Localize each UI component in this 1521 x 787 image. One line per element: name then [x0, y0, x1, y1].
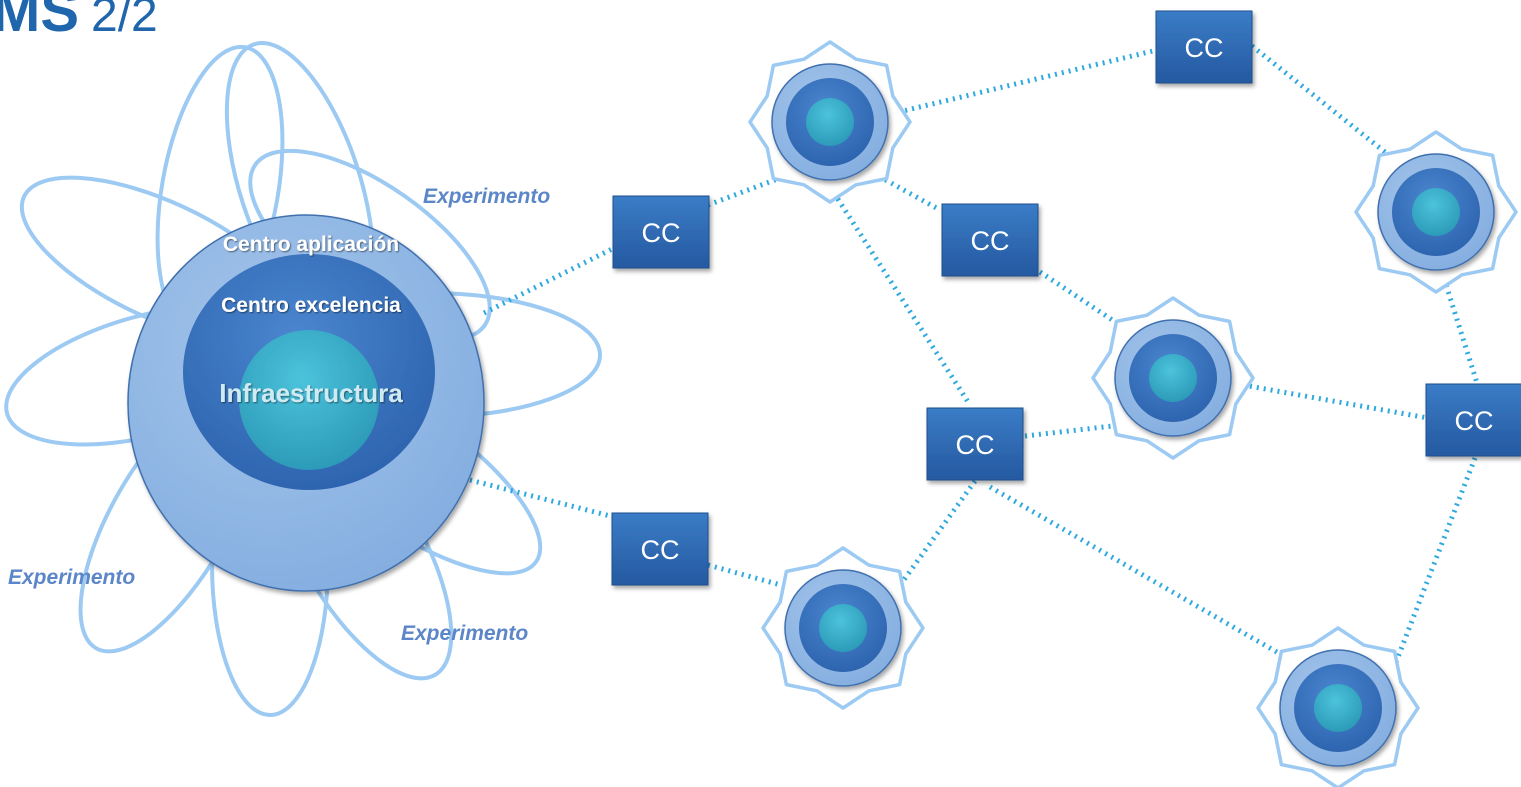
cc-box: CC: [612, 195, 710, 269]
cc-label: CC: [971, 226, 1010, 256]
cc-box-rect: [1425, 383, 1521, 457]
experiment-label-left: Experimento: [8, 566, 135, 589]
link: [469, 477, 627, 523]
node-core: [819, 604, 867, 652]
experiment-label-top: Experimento: [423, 185, 550, 208]
cc-box-rect: [611, 512, 709, 586]
hub-node: [761, 546, 925, 710]
slide-title-page: 2/2: [91, 0, 158, 42]
node-core: [1412, 188, 1460, 236]
cc-box-rect: [1155, 10, 1253, 84]
node-core: [1314, 684, 1362, 732]
hub-ring-outer-label: Centro aplicación: [223, 233, 399, 256]
link: [1439, 271, 1480, 384]
cc-box: CC: [611, 512, 709, 586]
link: [877, 47, 1158, 120]
slide-title-main: MS: [0, 0, 79, 44]
hub-node: [1091, 296, 1255, 460]
link: [988, 484, 1310, 673]
nodes: [748, 40, 1518, 787]
cc-box: CC: [926, 407, 1024, 481]
cc-box-rect: [612, 195, 710, 269]
experiment-label-bottom: Experimento: [401, 622, 528, 645]
link: [1038, 269, 1137, 338]
cc-box: CC: [941, 203, 1039, 277]
node-core: [806, 98, 854, 146]
link: [871, 170, 942, 213]
hub-node: [1256, 626, 1420, 787]
cc-box-rect: [941, 203, 1039, 277]
link: [1390, 457, 1478, 671]
link: [1250, 44, 1407, 170]
cc-box-rect: [926, 407, 1024, 481]
cc-boxes: CC CC CC CC CC CC: [611, 10, 1521, 586]
link: [890, 479, 978, 597]
cc-label: CC: [1455, 406, 1494, 436]
cc-label: CC: [641, 535, 680, 565]
cc-label: CC: [1185, 33, 1224, 63]
cc-label: CC: [642, 218, 681, 248]
cc-label: CC: [956, 430, 995, 460]
hub-ring-middle-label: Centro excelencia: [221, 294, 401, 317]
slide-title: MS 2/2: [0, 0, 158, 45]
hub: [127, 214, 485, 592]
link: [1242, 382, 1429, 421]
hub-core: [239, 330, 379, 470]
cc-box: CC: [1425, 383, 1521, 457]
hub-core-label: Infraestructura: [219, 378, 403, 408]
link: [482, 239, 628, 316]
hub-node: [1354, 130, 1518, 294]
node-core: [1149, 354, 1197, 402]
hub-node: [748, 40, 912, 204]
cc-box: CC: [1155, 10, 1253, 84]
